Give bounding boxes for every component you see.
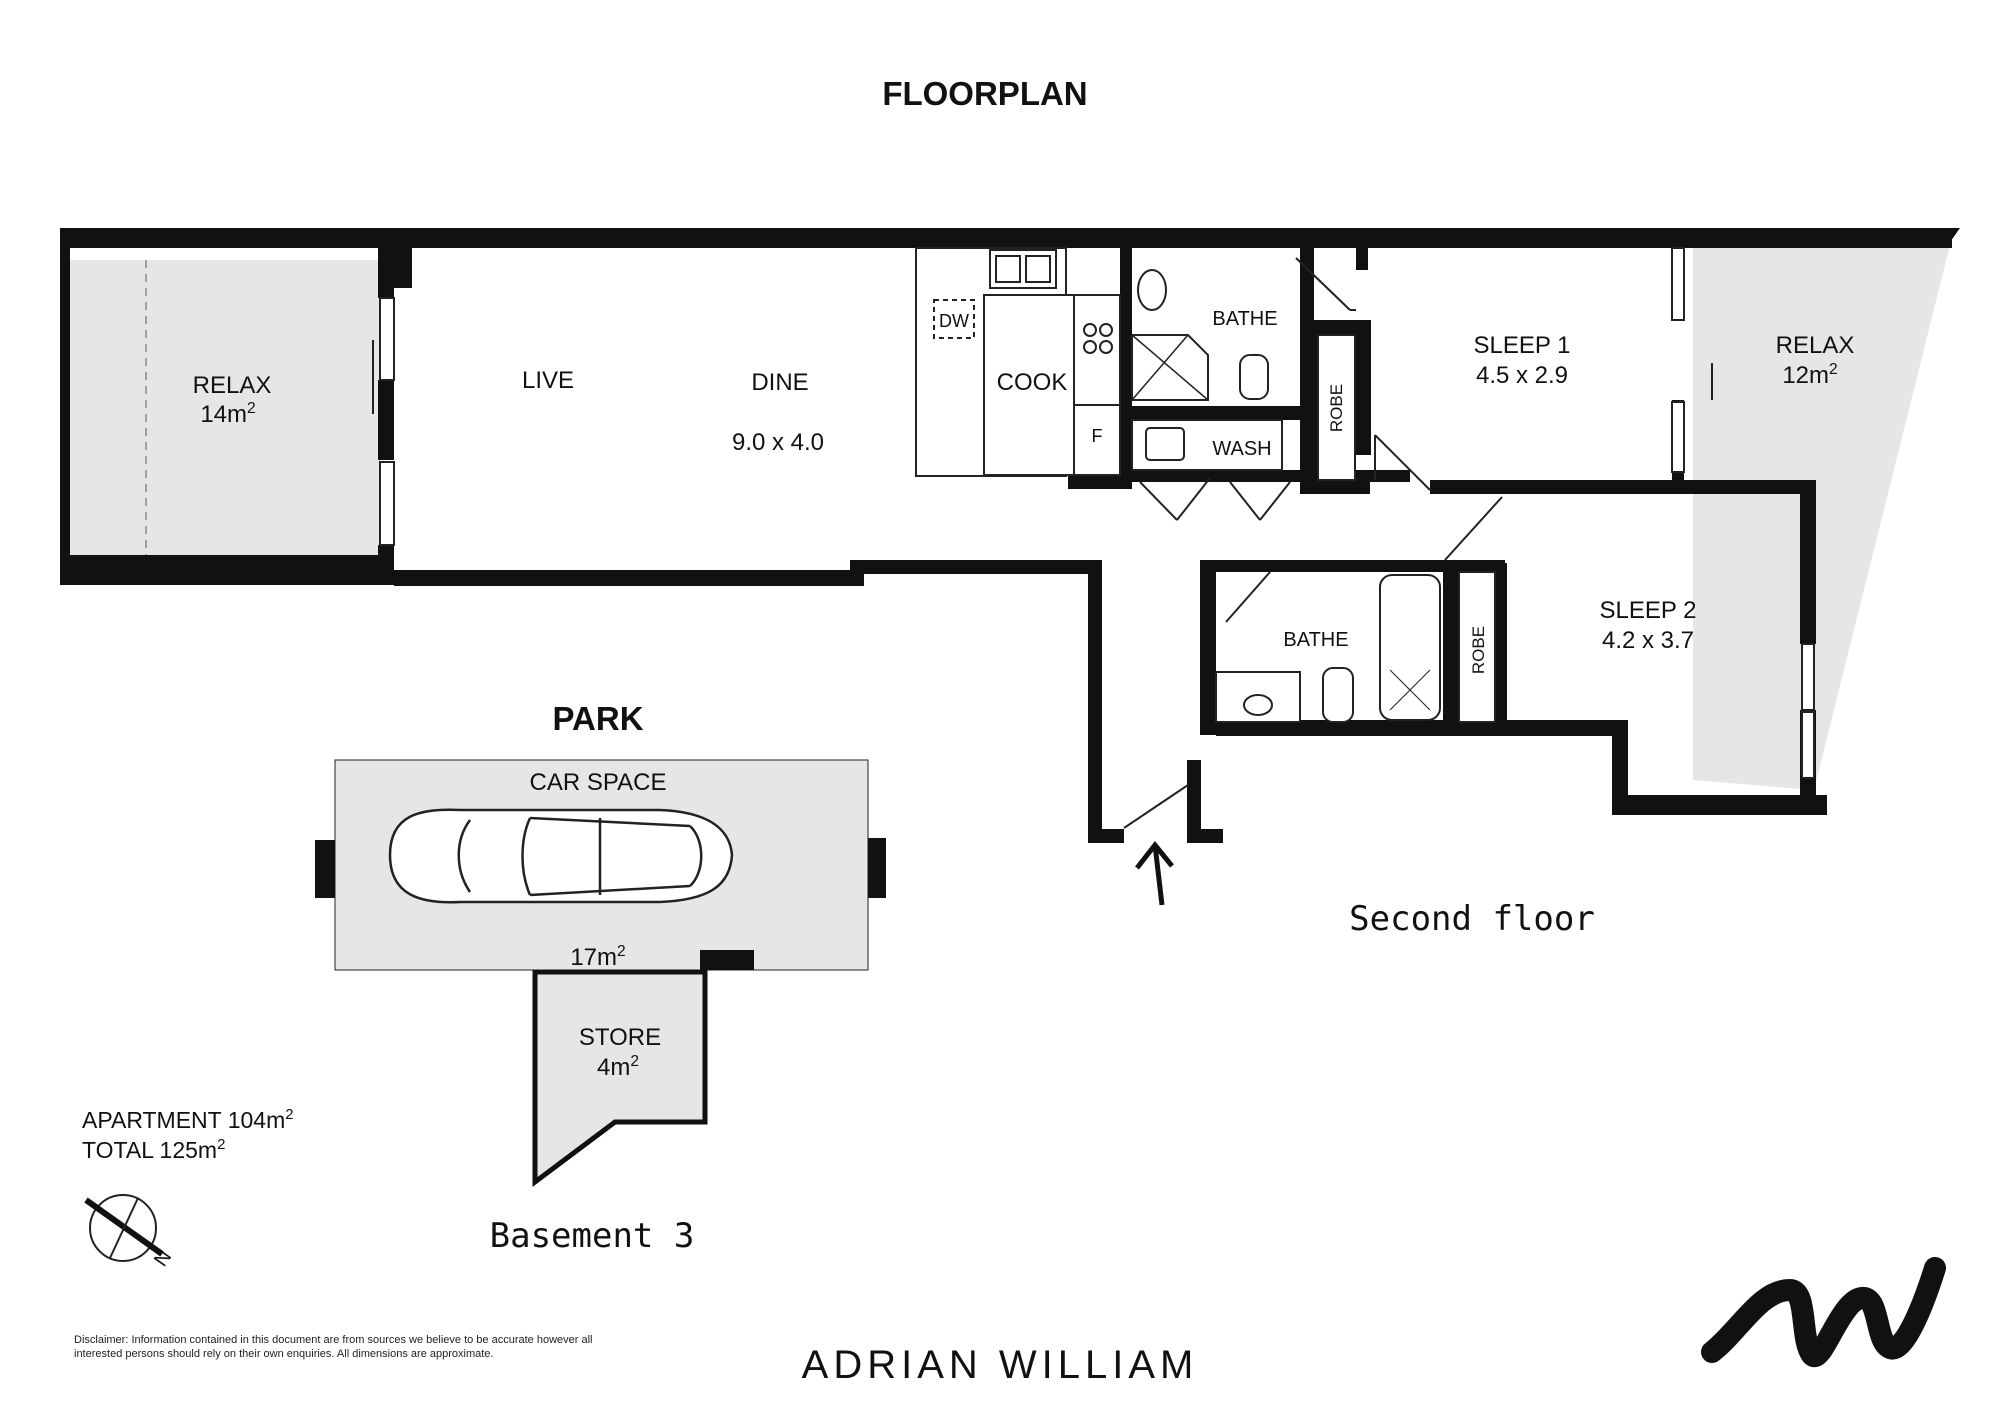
brand-name: ADRIAN WILLIAM: [802, 1343, 1199, 1387]
sleep2-name: SLEEP 2: [1600, 597, 1697, 624]
disclaimer-text: Disclaimer: Information contained in thi…: [74, 1334, 593, 1360]
store-area: 4m2: [597, 1053, 639, 1081]
sleep2-dims: 4.2 x 3.7: [1602, 627, 1694, 654]
basin-icon: [1137, 269, 1167, 311]
bathtub-icon: [1379, 574, 1441, 721]
robe-top: [1317, 334, 1356, 481]
dine-label: DINE: [751, 369, 808, 396]
live-label: LIVE: [522, 367, 574, 394]
car-icon: [388, 808, 734, 904]
car-space-label: CAR SPACE: [530, 769, 667, 796]
bathe-lower-label: BATHE: [1283, 629, 1348, 651]
upper-bath-fixtures: [1131, 269, 1283, 471]
kitchen-fixtures: [915, 247, 1121, 477]
entry-arrow-icon: [1135, 840, 1174, 906]
compass-icon: N: [84, 1194, 176, 1271]
toilet-icon: [1239, 354, 1269, 400]
robe-top-label: ROBE: [1327, 384, 1346, 432]
relax-right-name: RELAX: [1776, 332, 1855, 359]
wash-label: WASH: [1212, 438, 1271, 460]
walls: [60, 228, 1960, 843]
relax-left-name: RELAX: [193, 372, 272, 399]
windows: [379, 247, 1815, 779]
fridge-label: F: [1092, 426, 1103, 446]
store-room: [532, 969, 708, 1187]
sleep1-name: SLEEP 1: [1474, 332, 1571, 359]
level-label-basement: Basement 3: [490, 1216, 695, 1256]
cooktop-icon: [1083, 323, 1113, 354]
relax-right-area: 12m2: [1782, 361, 1837, 389]
balcony-right: [1693, 245, 1950, 790]
robe-lower: [1458, 571, 1496, 723]
basin-icon: [1243, 694, 1273, 716]
fridge-space: [1073, 404, 1121, 476]
cooktop-bench: [1073, 294, 1121, 420]
doors: [372, 257, 1713, 829]
sleep1-dims: 4.5 x 2.9: [1476, 362, 1568, 389]
car-space-area: 17m2: [570, 943, 625, 971]
apartment-area: APARTMENT 104m2: [82, 1106, 294, 1133]
balcony-left: [62, 260, 380, 555]
relax-left-area: 14m2: [200, 400, 255, 428]
dishwasher-box: [933, 299, 975, 339]
laundry-tub-icon: [1145, 427, 1185, 461]
lower-bath-fixtures: [1215, 574, 1441, 723]
level-label-second-floor: Second floor: [1349, 899, 1595, 939]
floorplan-title: FLOORPLAN: [882, 75, 1087, 112]
dw-label: DW: [939, 311, 969, 331]
brand-logo-icon: [1701, 1257, 1946, 1368]
robe-lower-label: ROBE: [1469, 626, 1488, 674]
cook-label: COOK: [997, 369, 1068, 396]
park-heading: PARK: [552, 700, 643, 737]
toilet-icon: [1322, 667, 1354, 723]
bathe-top-label: BATHE: [1212, 308, 1277, 330]
live-dine-dims: 9.0 x 4.0: [732, 429, 824, 456]
room-labels: RELAX 14m2 LIVE DINE 9.0 x 4.0 COOK DW F…: [193, 308, 1855, 674]
total-area: TOTAL 125m2: [82, 1136, 225, 1163]
store-label: STORE: [579, 1024, 661, 1051]
